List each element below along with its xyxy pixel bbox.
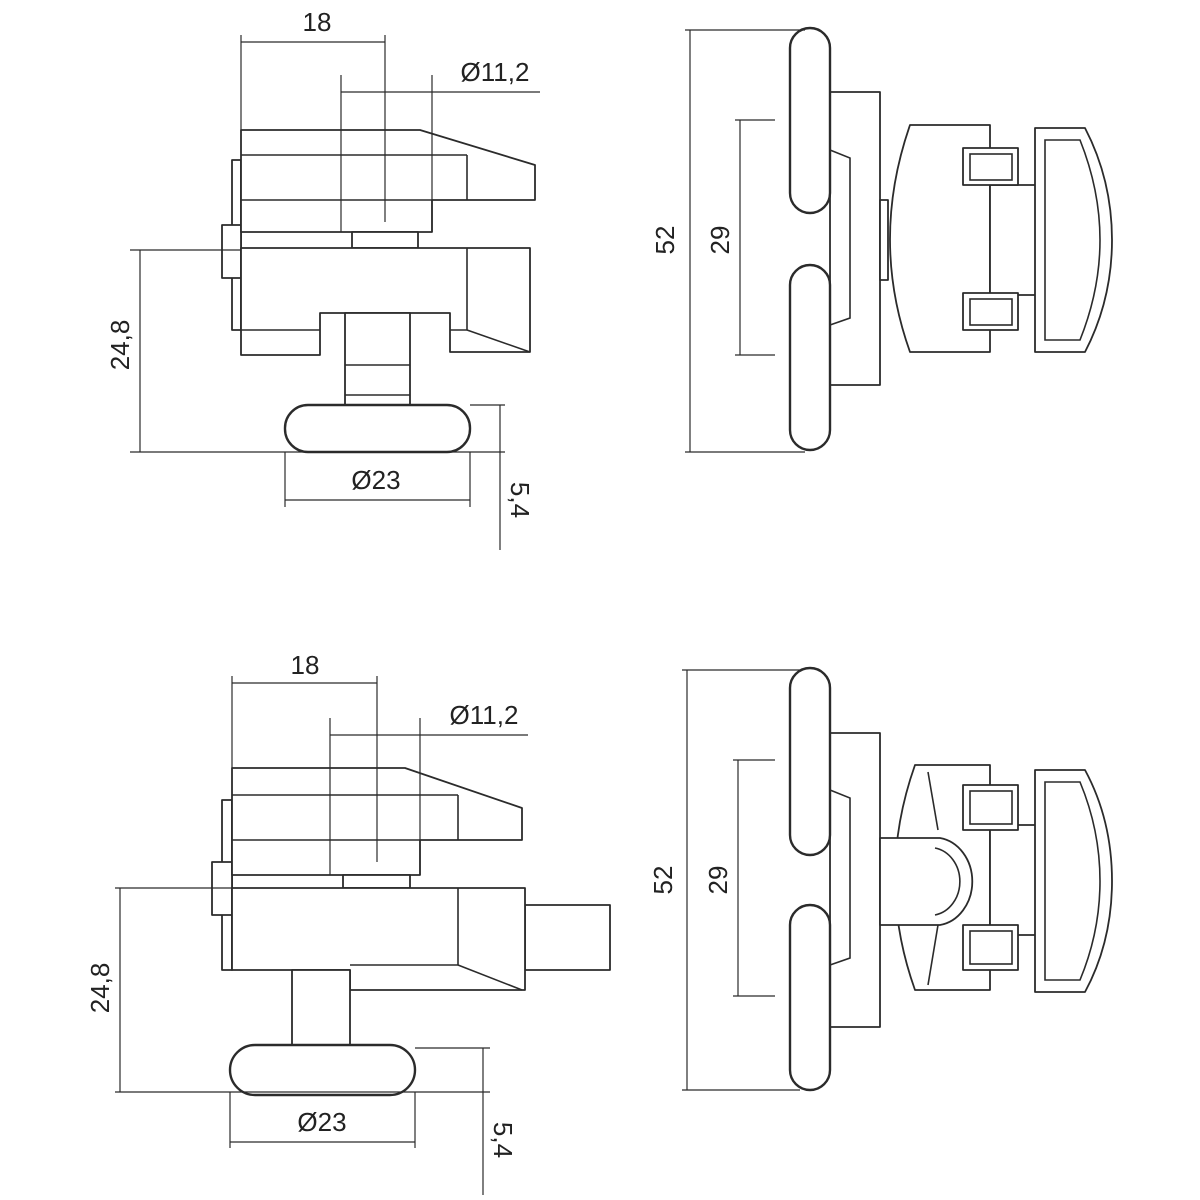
lower-lobe	[788, 903, 832, 1092]
end-cap	[1034, 769, 1113, 993]
bottom-right-front-view: 52 29	[648, 666, 1113, 1092]
end-cap	[1034, 127, 1113, 353]
width-dimension-label: 18	[291, 650, 320, 680]
knob-diameter-label: Ø23	[351, 465, 400, 495]
lower-clip	[962, 924, 1019, 971]
width-dimension-label: 18	[303, 7, 332, 37]
dimensions	[130, 35, 540, 550]
top-left-side-view: 18 Ø11,2 24,8 Ø23 5,4	[105, 7, 540, 550]
middle-tube	[989, 824, 1041, 936]
upper-lobe	[788, 666, 832, 857]
dimensions	[115, 676, 528, 1195]
center-plate	[829, 91, 881, 386]
arched-connector	[879, 837, 974, 926]
body	[221, 129, 536, 454]
center-plate	[829, 732, 881, 1028]
lower-block	[240, 247, 531, 356]
dimensions	[682, 669, 800, 1091]
knob-diameter-label: Ø23	[297, 1107, 346, 1137]
stem	[291, 969, 351, 1046]
neck	[342, 874, 411, 889]
upper-block	[240, 129, 536, 233]
bore-dimension-label: Ø11,2	[450, 700, 519, 730]
knob	[228, 1043, 417, 1097]
neck	[351, 231, 419, 249]
body	[788, 666, 1113, 1092]
knob-thickness-label: 5,4	[505, 482, 535, 518]
lower-lobe	[788, 263, 832, 452]
body	[788, 26, 1113, 452]
knob-thickness-label: 5,4	[488, 1122, 518, 1158]
knob	[283, 403, 472, 454]
connector	[879, 199, 889, 281]
stem	[344, 312, 411, 406]
upper-lobe	[788, 26, 832, 215]
overall-height-label: 52	[650, 226, 680, 255]
middle-tube	[989, 184, 1041, 296]
shaft	[524, 904, 611, 971]
overall-height-label: 52	[648, 866, 678, 895]
body	[211, 767, 611, 1097]
height-dimension-label: 24,8	[85, 963, 115, 1014]
top-right-front-view: 52 29	[650, 26, 1113, 453]
height-dimension-label: 24,8	[105, 320, 135, 371]
lobe-spacing-label: 29	[705, 226, 735, 255]
dimensions	[685, 29, 805, 453]
bore-dimension-label: Ø11,2	[461, 57, 530, 87]
side-button	[221, 224, 242, 279]
lobe-spacing-label: 29	[703, 866, 733, 895]
bottom-left-side-view: 18 Ø11,2 24,8 Ø23 5,4	[85, 650, 611, 1195]
upper-clip	[962, 784, 1019, 831]
